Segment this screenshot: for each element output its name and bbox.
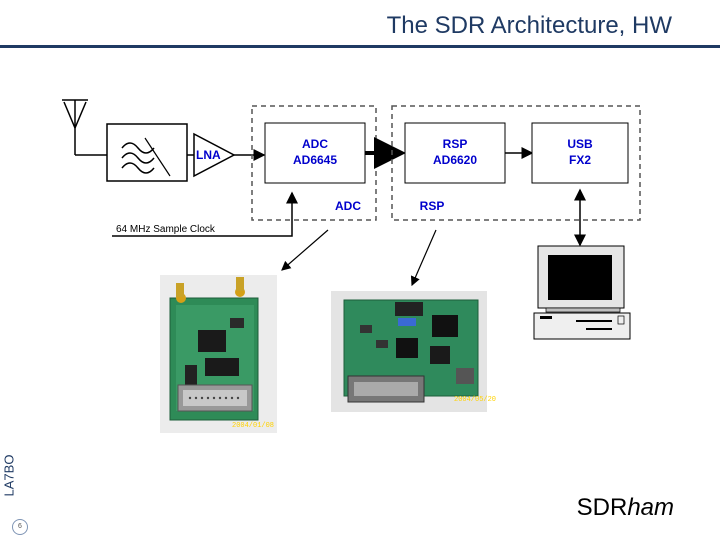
brand-logo: SDRham: [577, 494, 674, 522]
adc-block-part: AD6645: [293, 153, 337, 167]
usb-block-part: FX2: [569, 153, 591, 167]
adc-board-label: ADC: [335, 199, 361, 213]
rsp-block-part: AD6620: [433, 153, 477, 167]
adc-block-title: ADC: [302, 137, 328, 151]
clock-label: 64 MHz Sample Clock: [116, 224, 216, 235]
brand-prefix: SDR: [576, 494, 628, 521]
page-title: The SDR Architecture, HW: [386, 12, 672, 39]
lna-label: LNA: [196, 148, 221, 162]
clock-line-arrow: [112, 191, 298, 237]
adc-photo-pointer: [281, 229, 329, 271]
rsp-block: [404, 122, 506, 184]
antenna-icon: [62, 99, 107, 156]
usb-block-title: USB: [567, 137, 593, 151]
usb-block: [531, 122, 629, 184]
lna-triangle: [193, 132, 236, 178]
rsp-board-photo: 2004/05/20: [331, 291, 496, 412]
rsp-photo-stamp: 2004/05/20: [454, 396, 496, 404]
rsp-photo-pointer: [410, 229, 437, 287]
computer-icon: [533, 245, 631, 340]
rsp-board-outline: [391, 105, 641, 221]
page-number: 6: [12, 519, 28, 535]
title-divider: [0, 45, 720, 48]
rsp-block-title: RSP: [443, 137, 468, 151]
bandpass-filter-icon: [106, 123, 188, 182]
rsp-board-label: RSP: [420, 199, 445, 213]
adc-photo-stamp: 2004/01/08: [232, 422, 274, 430]
brand-suffix: ham: [627, 494, 674, 521]
adc-board-photo: 2004/01/08: [160, 275, 277, 433]
